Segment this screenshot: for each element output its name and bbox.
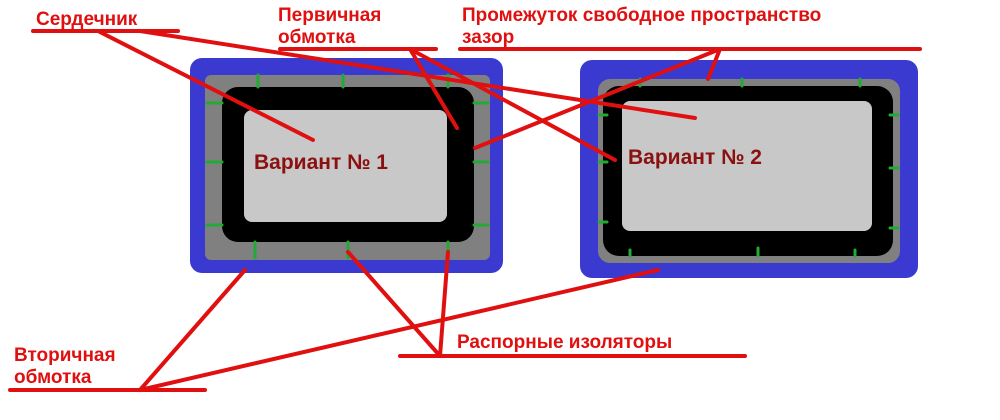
- leader-spacers-2: [438, 250, 450, 358]
- label-gap: Промежуток свободное пространство зазор: [462, 5, 821, 49]
- leader-primary-v1: [408, 47, 459, 130]
- variant-1-core: [244, 110, 447, 222]
- variant-2-core: [622, 101, 872, 231]
- leader-primary-v2: [408, 47, 617, 162]
- variant-2-spacers: [597, 77, 900, 258]
- label-core-text: Сердечник: [36, 9, 138, 30]
- leader-secondary-v2: [138, 268, 660, 392]
- label-core: Сердечник: [36, 9, 137, 31]
- leader-spacers-1: [346, 250, 442, 358]
- label-primary-line1: Первичная: [278, 5, 382, 26]
- label-spacers-text: Распорные изоляторы: [457, 332, 673, 353]
- variant-1-caption: Вариант № 1: [254, 151, 388, 174]
- label-spacers: Распорные изоляторы: [457, 332, 672, 354]
- label-gap-line2: зазор: [462, 27, 515, 48]
- label-primary-line2: обмотка: [278, 27, 356, 48]
- variant-2-assembly: [580, 60, 918, 278]
- label-gap-line1: Промежуток свободное пространство: [462, 5, 822, 26]
- leader-secondary-v1: [138, 268, 247, 392]
- label-secondary-line1: Вторичная: [14, 345, 116, 366]
- leader-lines: [96, 29, 722, 392]
- label-secondary-winding: Вторичная обмотка: [14, 345, 116, 389]
- label-primary-winding: Первичная обмотка: [278, 5, 381, 49]
- label-secondary-line2: обмотка: [14, 367, 92, 388]
- leader-gap-v1: [473, 47, 722, 150]
- leader-gap-v2: [706, 47, 722, 81]
- variant-2-caption: Вариант № 2: [628, 146, 762, 169]
- leader-core-v1: [96, 29, 315, 142]
- leader-core-v2: [138, 29, 697, 120]
